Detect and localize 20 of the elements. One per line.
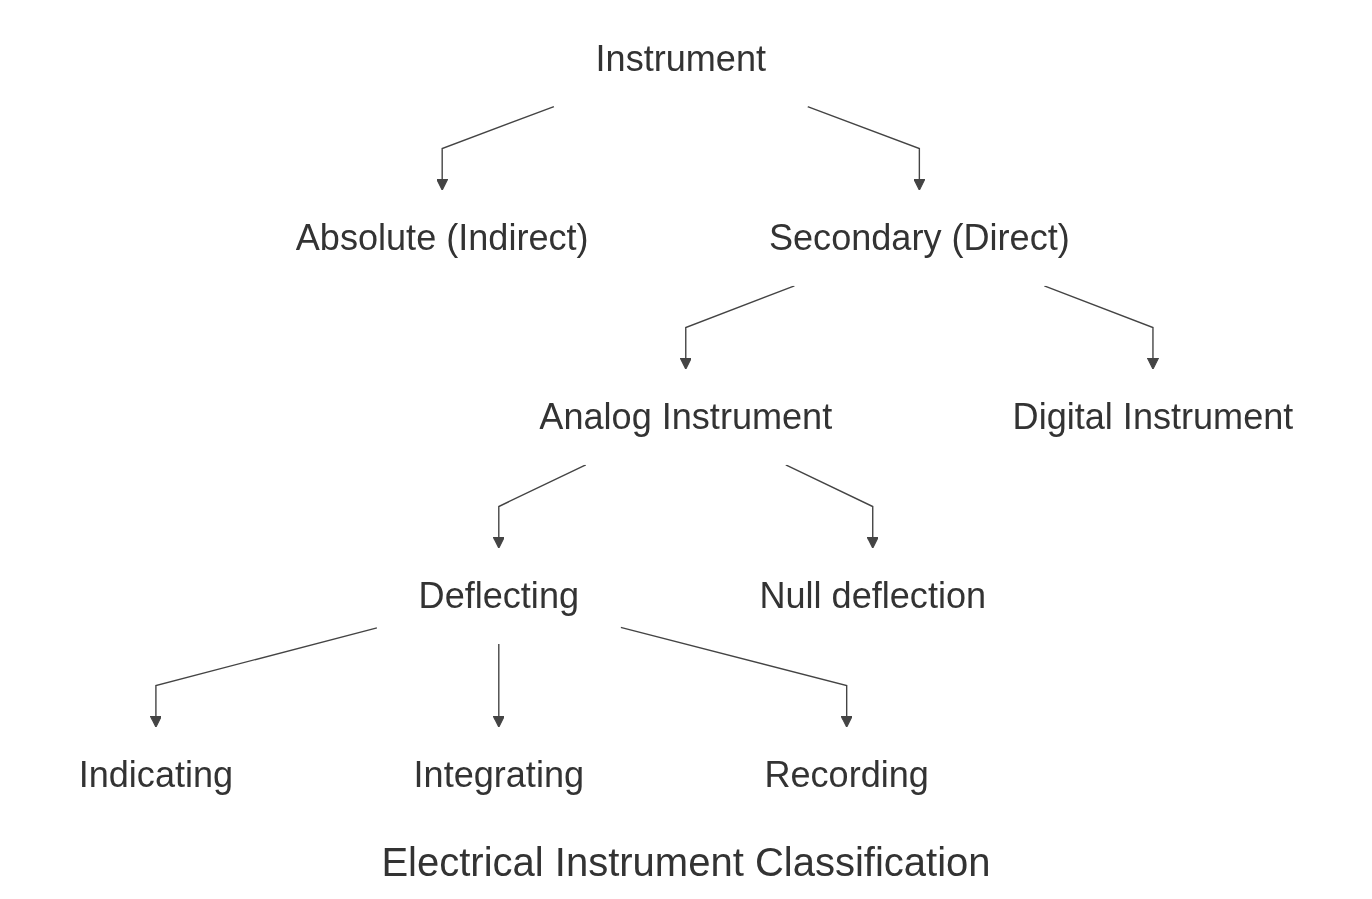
arrow: [679, 285, 796, 370]
diagram-caption: Electrical Instrument Classification: [381, 840, 991, 885]
node-text: Digital Instrument: [1012, 395, 1294, 438]
node-text: Instrument: [595, 37, 766, 80]
node-text: Absolute (Indirect): [295, 216, 589, 259]
node-text: Recording: [764, 753, 929, 796]
node-text: Deflecting: [418, 574, 580, 617]
arrow: [492, 464, 587, 549]
arrow: [1043, 285, 1160, 370]
arrow: [149, 627, 378, 728]
arrow: [492, 643, 505, 728]
arrow: [806, 105, 926, 191]
node-text: Indicating: [78, 753, 234, 796]
node-text: Secondary (Direct): [768, 216, 1070, 259]
node-text: Integrating: [413, 753, 585, 796]
arrow: [436, 105, 555, 191]
node-text: Analog Instrument: [539, 395, 833, 438]
arrow: [619, 626, 853, 728]
arrow: [785, 464, 879, 549]
node-text: Null deflection: [759, 574, 987, 617]
